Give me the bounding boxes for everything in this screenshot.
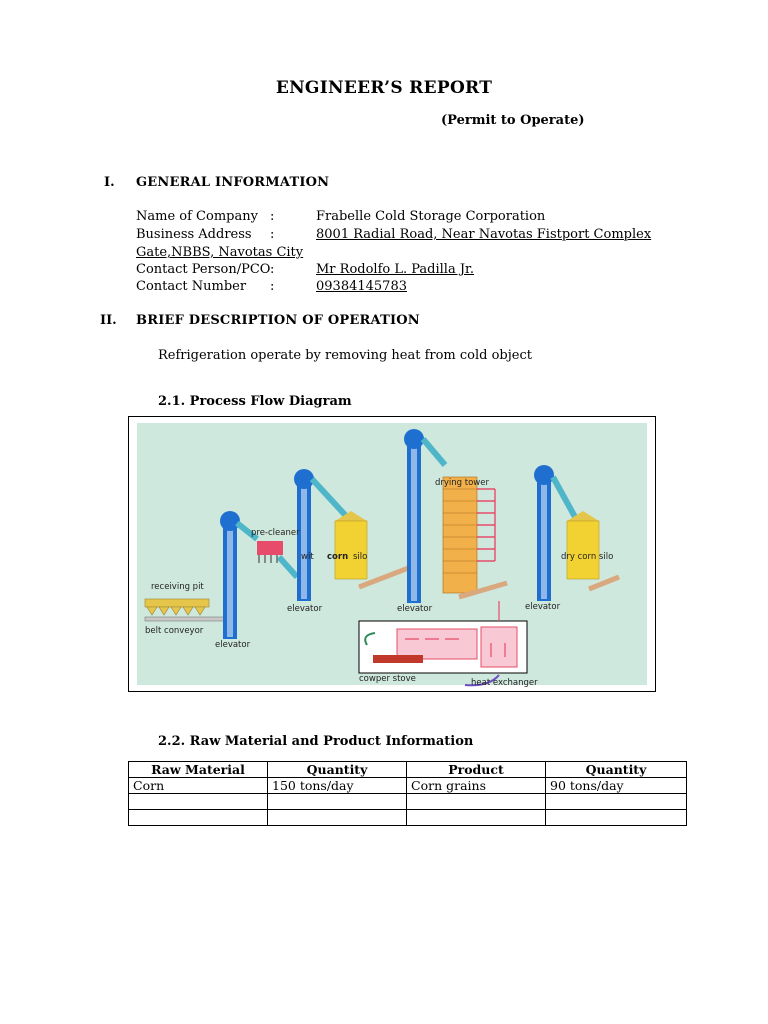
belt-conveyor-shape: [144, 616, 230, 622]
receiving-pit-hoppers: [146, 606, 206, 616]
cell-quantity-2: [545, 793, 687, 810]
section-1-title: GENERAL INFORMATION: [136, 175, 330, 190]
dry-silo-conveyor: [588, 574, 620, 592]
operation-description: Refrigeration operate by removing heat f…: [158, 348, 532, 363]
header-quantity-2: Quantity: [545, 761, 687, 778]
label-wet-corn-silo-3: silo: [353, 552, 367, 562]
label-elevator-3: elevator: [397, 604, 433, 614]
diagram-illustration: receiving pit belt conveyor elevator pre…: [137, 423, 647, 688]
label-elevator-1: elevator: [215, 640, 251, 650]
label-receiving-pit: receiving pit: [151, 582, 204, 592]
cell-quantity-1: [267, 809, 407, 826]
table-row: Corn 150 tons/day Corn grains 90 tons/da…: [128, 777, 687, 794]
chute-4: [420, 437, 448, 467]
drying-tower-ducts: [477, 488, 496, 562]
dry-corn-silo-shape: [566, 520, 600, 580]
field-sep-contact-number: :: [270, 279, 275, 294]
label-elevator-4: elevator: [525, 602, 561, 612]
field-sep-contact-person: :: [270, 262, 275, 277]
field-value-company: Frabelle Cold Storage Corporation: [316, 209, 546, 224]
cell-product: Corn grains: [406, 777, 546, 794]
process-flow-heading: 2.1. Process Flow Diagram: [158, 394, 352, 409]
label-cowper-stove: cowper stove: [359, 674, 416, 684]
section-2-number: II.: [100, 313, 117, 328]
elevator-4-head: [534, 465, 554, 485]
cell-quantity-2: 90 tons/day: [545, 777, 687, 794]
pre-cleaner-shape: [257, 541, 283, 555]
elevator-1-head: [220, 511, 240, 531]
field-sep-company: :: [270, 209, 275, 224]
raw-material-table: Raw Material Quantity Product Quantity C…: [128, 761, 687, 826]
raw-material-heading: 2.2. Raw Material and Product Informatio…: [158, 734, 474, 749]
wet-silo-conveyor: [358, 564, 412, 590]
cowper-stove-shape: [396, 628, 478, 660]
label-pre-cleaner: pre-cleaner: [251, 528, 300, 538]
label-dry-corn-silo: dry corn silo: [561, 552, 613, 562]
cell-raw-material: [128, 809, 268, 826]
label-drying-tower: drying tower: [435, 478, 489, 488]
process-flow-diagram: receiving pit belt conveyor elevator pre…: [128, 416, 656, 692]
label-heat-exchanger: heat exchanger: [471, 678, 538, 688]
header-raw-material: Raw Material: [128, 761, 268, 778]
elevator-2-head: [294, 469, 314, 489]
cell-quantity-2: [545, 809, 687, 826]
cell-quantity-1: [267, 793, 407, 810]
report-title: ENGINEER’S REPORT: [275, 78, 493, 98]
flow-arrows: [405, 601, 506, 657]
field-label-company: Name of Company: [136, 209, 258, 224]
cell-raw-material: [128, 793, 268, 810]
report-subtitle: (Permit to Operate): [441, 113, 585, 128]
label-wet-corn-silo-1: wit: [301, 552, 314, 562]
field-value-address: 8001 Radial Road, Near Navotas Fistport …: [316, 227, 652, 242]
drying-tower-shape: [442, 476, 478, 594]
cell-product: [406, 793, 546, 810]
label-belt-conveyor: belt conveyor: [145, 626, 204, 636]
table-row: [128, 793, 687, 810]
section-1-number: I.: [104, 175, 115, 190]
label-elevator-2: elevator: [287, 604, 323, 614]
section-2-title: BRIEF DESCRIPTION OF OPERATION: [136, 313, 420, 328]
field-label-contact-number: Contact Number: [136, 279, 247, 294]
cell-product: [406, 809, 546, 826]
label-wet-corn-silo-2: corn: [327, 552, 348, 562]
chute-2: [276, 554, 300, 580]
chute-1: [235, 520, 259, 542]
header-product: Product: [406, 761, 546, 778]
receiving-pit-shape: [144, 598, 210, 608]
elevator-3-head: [404, 429, 424, 449]
chute-3: [309, 476, 350, 520]
cell-raw-material: Corn: [128, 777, 268, 794]
table-row: [128, 809, 687, 826]
cell-quantity-1: 150 tons/day: [267, 777, 407, 794]
wet-corn-silo-shape: [334, 520, 368, 580]
chute-5: [550, 475, 578, 519]
table-header-row: Raw Material Quantity Product Quantity: [128, 761, 687, 778]
field-label-contact-person: Contact Person/PCO: [136, 262, 271, 277]
header-quantity-1: Quantity: [267, 761, 407, 778]
field-value-contact-number: 09384145783: [316, 279, 407, 294]
heat-exchanger-shape: [480, 626, 518, 668]
field-label-address: Business Address: [136, 227, 252, 242]
stove-burner: [373, 655, 423, 663]
field-value-address-continued: Gate,NBBS, Navotas City: [136, 245, 304, 260]
field-value-contact-person: Mr Rodolfo L. Padilla Jr.: [316, 262, 474, 277]
field-sep-address: :: [270, 227, 275, 242]
